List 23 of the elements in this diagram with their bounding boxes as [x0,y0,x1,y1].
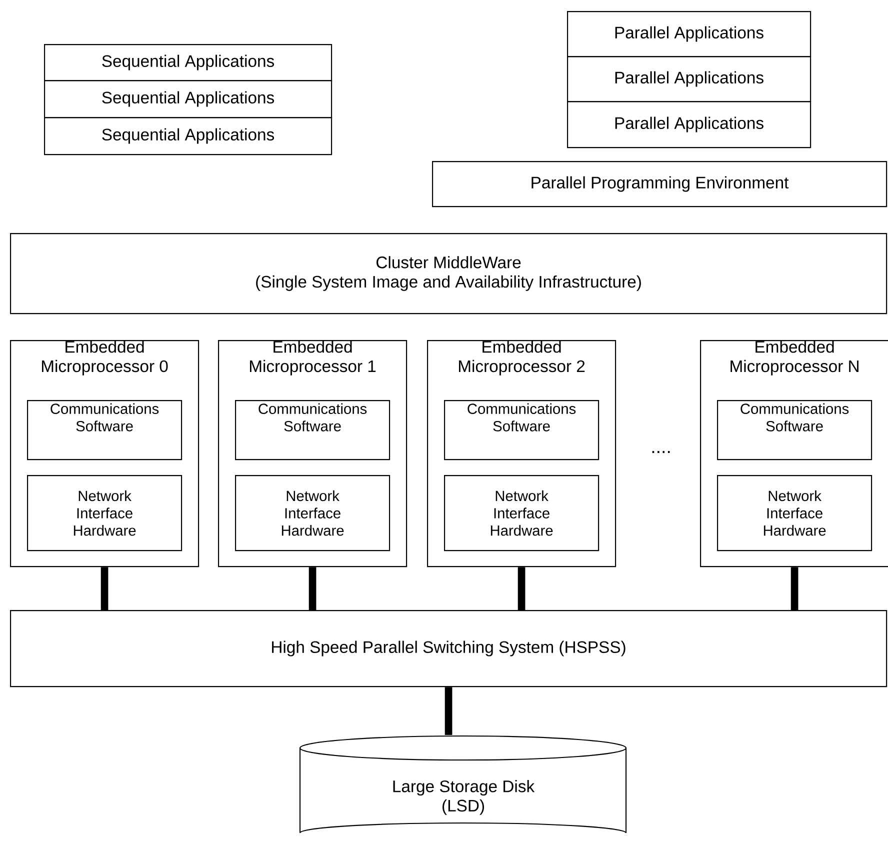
layer-box: Parallel Applications [567,11,812,58]
software-box: Communications Software [717,400,872,460]
connector-bar [444,687,452,735]
connector-bar [790,567,798,610]
hardware-box: Network Interface Hardware [444,475,600,552]
hardware-box: Network Interface Hardware [27,475,182,552]
layer-box: Parallel Applications [567,101,812,148]
connector-bar [308,567,316,610]
layer-box: Sequential Applications [44,80,332,118]
layer-box: Cluster MiddleWare (Single System Image and Availability Infrastructure) [10,233,888,314]
hardware-box: Network Interface Hardware [235,475,390,552]
layer-box: Parallel Programming Environment [432,161,888,208]
software-box: Communications Software [27,400,182,460]
layer-box: Parallel Applications [567,56,812,102]
layer-box: Sequential Applications [44,44,332,82]
connector-bar [100,567,108,610]
software-box: Communications Software [444,400,600,460]
connector-bar [518,567,526,610]
ellipsis-label: .... [652,451,670,453]
layer-box: High Speed Parallel Switching System (HSPSS) [10,610,888,688]
software-box: Communications Software [235,400,390,460]
hardware-box: Network Interface Hardware [717,475,872,552]
layer-box: Sequential Applications [44,117,332,156]
